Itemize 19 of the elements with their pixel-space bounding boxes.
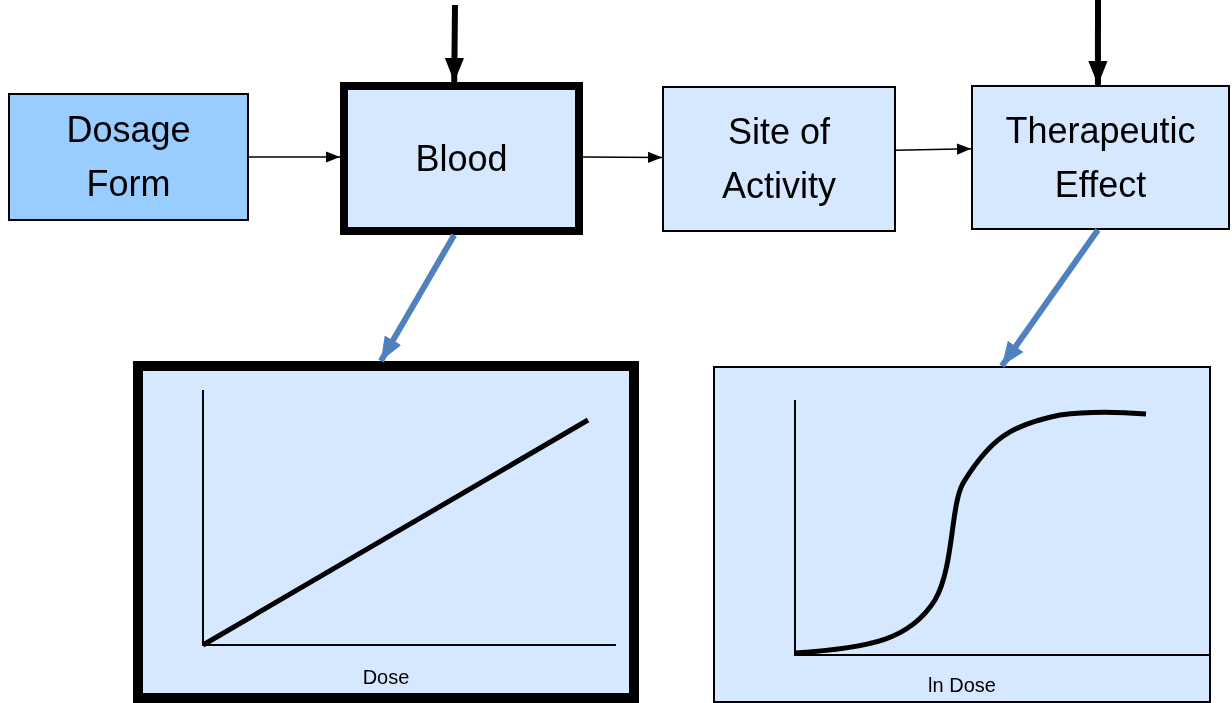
- arrow: [895, 143, 972, 155]
- axis-label: ln Dose: [927, 673, 997, 697]
- arrow: [1088, 0, 1108, 85]
- process-box: [662, 86, 896, 232]
- axis-label: Dose: [361, 665, 411, 689]
- process-box: [8, 93, 249, 221]
- arrow: [248, 151, 341, 163]
- box-label: Site of Activity: [721, 110, 837, 208]
- arrow: [378, 233, 457, 363]
- arrow: [999, 228, 1101, 368]
- box-label: Blood: [414, 136, 509, 181]
- arrow: [444, 4, 465, 83]
- arrow: [582, 151, 663, 164]
- graph-panel: [713, 366, 1211, 703]
- process-box: [340, 82, 583, 235]
- box-label: Dosage Form: [65, 108, 192, 206]
- graph-panel: [133, 361, 639, 703]
- box-label: Therapeutic Effect: [1004, 108, 1197, 207]
- process-box: [971, 85, 1230, 230]
